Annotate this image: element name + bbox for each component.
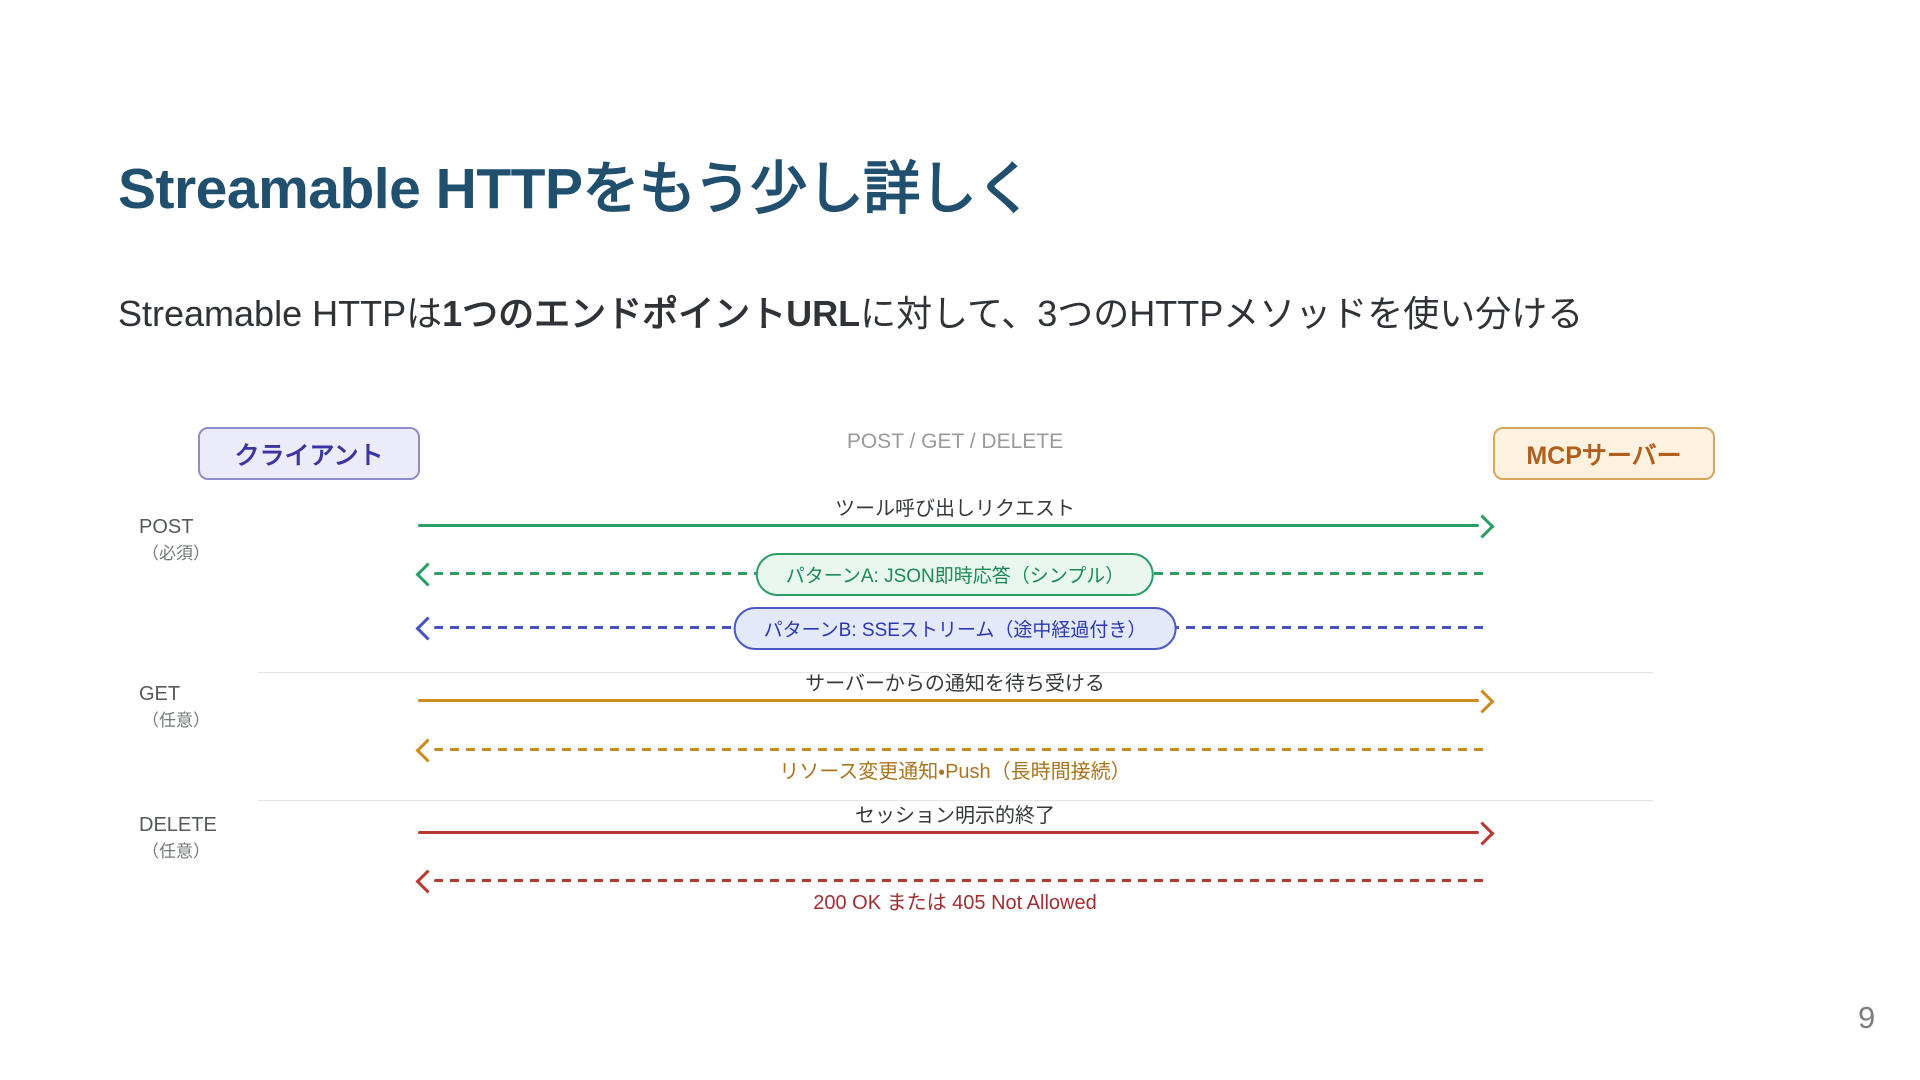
get-request-label: サーバーからの通知を待ち受ける bbox=[805, 673, 1105, 695]
subtitle-bold: 1つのエンドポイントURL bbox=[442, 293, 861, 334]
pattern-b-pill: パターンB: SSEストリーム（途中経過付き） bbox=[733, 607, 1177, 650]
get-response-label: リソース変更通知・Push（長時間接続） bbox=[779, 761, 1131, 783]
method-requirement-delete: （任意） bbox=[142, 842, 210, 861]
delete-response-label: 200 OK または 405 Not Allowed bbox=[813, 892, 1097, 914]
arrow-line bbox=[434, 748, 1490, 751]
get-response-arrow bbox=[415, 738, 1492, 763]
delete-request-label: セッション明示的終了 bbox=[855, 805, 1055, 827]
arrow-line bbox=[418, 831, 1479, 834]
get-request-arrow bbox=[418, 689, 1495, 714]
client-box: クライアント bbox=[198, 427, 420, 480]
slide-subtitle: Streamable HTTPは1つのエンドポイントURLに対して、3つのHTT… bbox=[118, 286, 1808, 342]
method-label-post: POST （必須） bbox=[139, 515, 210, 564]
row-separator bbox=[258, 800, 1653, 801]
method-name-post: POST bbox=[139, 516, 194, 538]
post-request-label: ツール呼び出しリクエスト bbox=[835, 498, 1075, 520]
method-label-get: GET （任意） bbox=[139, 682, 210, 731]
method-name-get: GET bbox=[139, 683, 181, 705]
right-arrowhead-icon bbox=[1470, 514, 1495, 539]
method-requirement-post: （必須） bbox=[142, 544, 210, 563]
row-separator bbox=[258, 672, 1653, 673]
methods-header: POST / GET / DELETE bbox=[846, 430, 1064, 453]
method-label-delete: DELETE （任意） bbox=[139, 813, 217, 862]
method-name-delete: DELETE bbox=[139, 814, 217, 836]
subtitle-prefix: Streamable HTTPは bbox=[118, 293, 443, 334]
page-title: Streamable HTTPをもう少し詳しく bbox=[118, 157, 1033, 222]
right-arrowhead-icon bbox=[1470, 821, 1495, 846]
right-arrowhead-icon bbox=[1470, 689, 1495, 714]
page-number: 9 bbox=[1858, 1000, 1876, 1035]
post-request-arrow bbox=[418, 514, 1495, 539]
pattern-a-pill: パターンA: JSON即時応答（シンプル） bbox=[755, 553, 1155, 596]
arrow-line bbox=[418, 524, 1479, 527]
arrow-line bbox=[434, 879, 1490, 882]
subtitle-suffix: に対して、3つのHTTPメソッドを使い分ける bbox=[860, 293, 1584, 334]
method-requirement-get: （任意） bbox=[142, 711, 210, 730]
server-box: MCPサーバー bbox=[1493, 427, 1715, 480]
delete-request-arrow bbox=[418, 821, 1495, 846]
arrow-line bbox=[418, 699, 1479, 702]
delete-response-arrow bbox=[415, 869, 1492, 894]
